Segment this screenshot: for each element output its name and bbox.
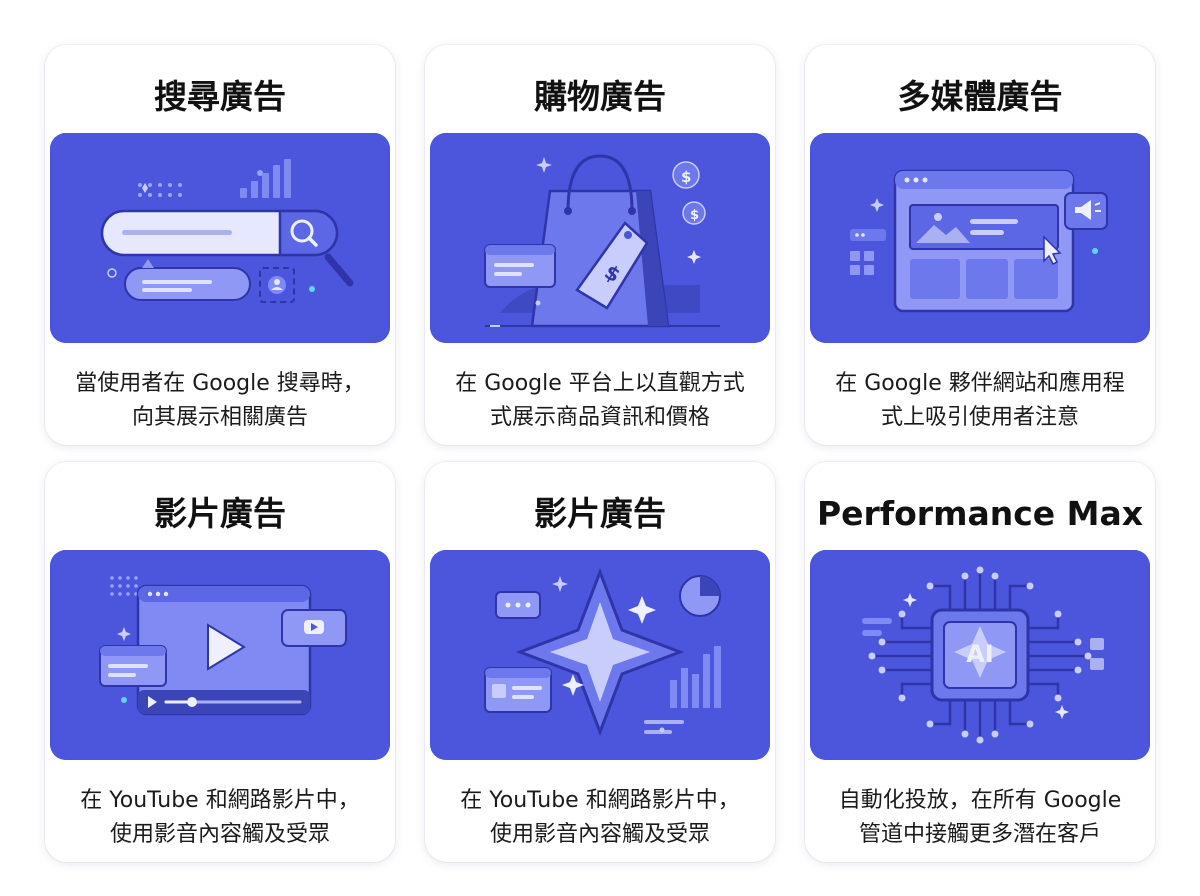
description-line-1: 在 Google 平台上以直觀方式 [455,371,745,396]
svg-text:$: $ [681,168,691,186]
card-video-ads-2[interactable]: 影片廣告 在 YouTube 和網路影片中， 使 [425,462,775,862]
description-line-1: 在 Google 夥伴網站和應用程 [835,371,1125,396]
card-performance-max[interactable]: Performance Max AI [805,462,1155,862]
description-line-1: 在 YouTube 和網路影片中， [460,788,740,813]
card-title: 影片廣告 [154,494,286,533]
description-line-2: 使用影音內容觸及受眾 [109,822,330,847]
search-ad-illustration [50,133,390,343]
description-line-2: 向其展示相關廣告 [131,405,308,430]
card-title: 多媒體廣告 [897,77,1063,116]
card-description: 在 YouTube 和網路影片中， 使用影音內容觸及受眾 [433,784,767,852]
description-line-2: 使用影音內容觸及受眾 [489,822,710,847]
shopping-bag-illustration: $ $ $ [430,133,770,343]
card-shopping-ads[interactable]: 購物廣告 $ $ $ 在 Google [425,45,775,445]
card-description: 當使用者在 Google 搜尋時， 向其展示相關廣告 [53,367,387,435]
sparkle-star-illustration [430,550,770,760]
description-line-2: 式上吸引使用者注意 [880,405,1079,430]
description-line-1: 當使用者在 Google 搜尋時， [75,371,365,396]
display-browser-illustration [810,133,1150,343]
description-line-1: 在 YouTube 和網路影片中， [80,788,360,813]
ai-chip-illustration: AI [810,550,1150,760]
card-description: 在 YouTube 和網路影片中， 使用影音內容觸及受眾 [53,784,387,852]
chip-label: AI [966,640,994,668]
card-title: Performance Max [816,494,1144,533]
description-line-2: 管道中接觸更多潛在客戶 [858,822,1101,847]
card-description: 在 Google 夥伴網站和應用程 式上吸引使用者注意 [813,367,1147,435]
card-display-ads[interactable]: 多媒體廣告 在 Google 夥伴網站和應用程 [805,45,1155,445]
svg-text:$: $ [690,208,699,223]
video-player-illustration [50,550,390,760]
card-search-ads[interactable]: 搜尋廣告 [45,45,395,445]
card-description: 在 Google 平台上以直觀方式 式展示商品資訊和價格 [433,367,767,435]
card-description: 自動化投放，在所有 Google 管道中接觸更多潛在客戶 [813,784,1147,852]
card-title: 搜尋廣告 [154,77,286,116]
card-title: 影片廣告 [534,494,666,533]
description-line-1: 自動化投放，在所有 Google [838,788,1122,813]
card-video-ads[interactable]: 影片廣告 [45,462,395,862]
description-line-2: 式展示商品資訊和價格 [489,405,710,430]
card-title: 購物廣告 [534,77,666,116]
